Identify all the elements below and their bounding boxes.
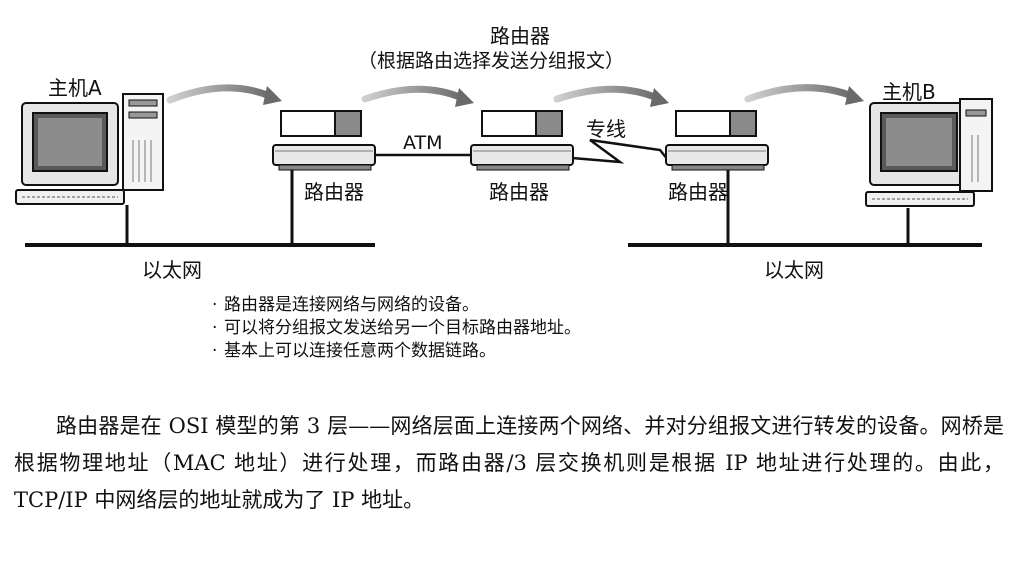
- top-title: 路由器: [490, 24, 550, 48]
- leased-line-link: [571, 138, 669, 164]
- router-icon-1: [272, 144, 376, 171]
- ethernet-label-left: 以太网: [142, 258, 202, 282]
- bullet-item: ·基本上可以连接任意两个数据链路。: [212, 341, 496, 361]
- router-label-3: 路由器: [668, 180, 728, 204]
- flow-arrow-3: [553, 85, 669, 107]
- ethernet-label-right: 以太网: [764, 258, 824, 282]
- host-a-label: 主机A: [48, 76, 102, 100]
- packet-3: [675, 110, 757, 137]
- router-icon-3: [665, 144, 769, 171]
- top-subtitle: （根据路由选择发送分组报文）: [358, 50, 625, 72]
- network-diagram: [15, 84, 993, 247]
- packet-1: [280, 110, 362, 137]
- bullet-item: ·可以将分组报文发送给另一个目标路由器地址。: [212, 318, 581, 338]
- flow-arrow-4: [744, 84, 864, 105]
- flow-arrow-2: [361, 85, 474, 107]
- host-a-computer-icon: [15, 93, 164, 205]
- router-icon-2: [470, 144, 574, 171]
- host-b-computer-icon: [865, 98, 993, 207]
- bullet-item: ·路由器是连接网络与网络的设备。: [212, 295, 479, 315]
- leased-line-label: 专线: [586, 117, 626, 141]
- body-text: 路由器是在 OSI 模型的第 3 层——网络层面上连接两个网络、并对分组报文进行…: [14, 408, 1004, 519]
- atm-label: ATM: [403, 132, 443, 154]
- feature-bullet-list: ·路由器是连接网络与网络的设备。 ·可以将分组报文发送给另一个目标路由器地址。 …: [212, 294, 581, 363]
- packet-2: [481, 110, 563, 137]
- body-paragraph: 路由器是在 OSI 模型的第 3 层——网络层面上连接两个网络、并对分组报文进行…: [14, 414, 1004, 512]
- router-label-1: 路由器: [304, 180, 364, 204]
- router-label-2: 路由器: [489, 180, 549, 204]
- flow-arrow-1: [166, 84, 282, 105]
- host-b-label: 主机B: [882, 80, 936, 104]
